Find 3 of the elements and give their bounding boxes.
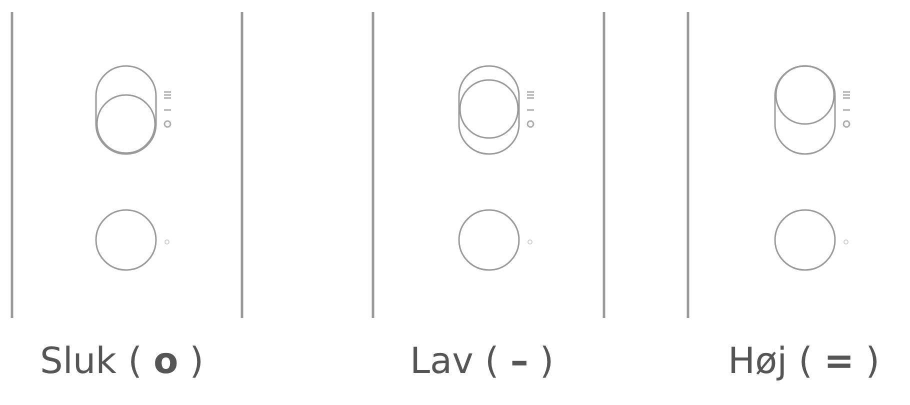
mode-label: Sluk ( o ) bbox=[40, 340, 204, 384]
mode-label: Høj ( = ) bbox=[728, 340, 880, 384]
mode-label: Lav ( – ) bbox=[410, 340, 554, 384]
